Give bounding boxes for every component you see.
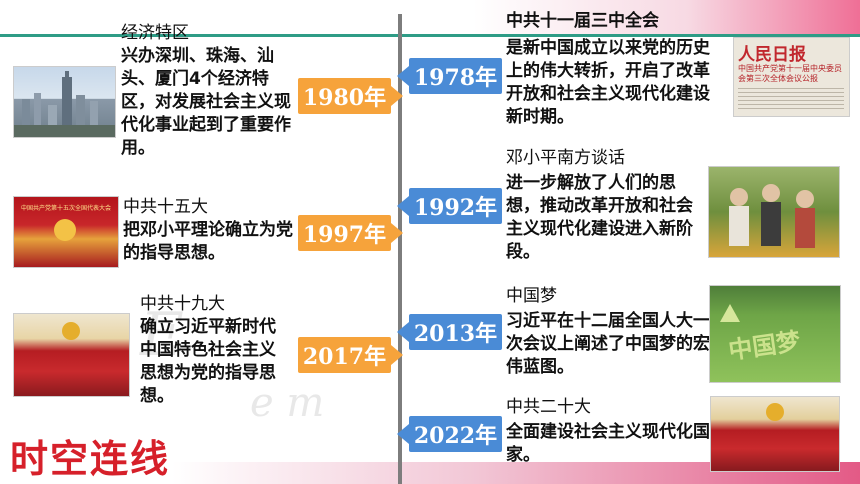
skyline-shapes [14,71,115,137]
year-badge-1992: 1992年 [397,188,502,224]
event-title-2013: 中国梦 [506,286,557,306]
newspaper-masthead: 人民日报 [738,45,806,65]
southern-tour-image [708,166,840,258]
year-badge-2017: 2017年 [298,337,403,373]
top-banner [0,0,860,34]
watermark-decoration: e m [250,380,325,426]
event-desc-2017: 确立习近平新时代中国特色社会主义思想为党的指导思想。 [140,317,276,406]
event-title-1978: 中共十一届三中全会 [506,11,659,31]
peoples-daily-image: 人民日报 中国共产党第十一届中央委员会第三次全体会议公报 [733,37,850,117]
event-title-2017: 中共十九大 [140,294,225,314]
newspaper-columns [738,88,844,112]
star-icon [720,304,740,322]
event-desc-1980: 兴办深圳、珠海、汕头、厦门4个经济特区，对发展社会主义现代化事业起到了重要作用。 [121,46,291,158]
crowd-shapes [729,184,815,248]
event-desc-1992: 进一步解放了人们的思想，推动改革开放和社会主义现代化建设进入新阶段。 [506,173,693,262]
party-emblem-icon [54,219,76,241]
year-badge-1997: 1997年 [298,215,403,251]
nineteenth-congress-image [13,313,130,397]
top-divider [0,34,860,37]
year-badge-1978: 1978年 [397,58,502,94]
newspaper-headline: 中国共产党第十一届中央委员会第三次全体会议公报 [738,64,842,83]
year-badge-2013: 2013年 [397,314,502,350]
year-badge-2022: 2022年 [397,416,502,452]
watermark-decoration: E [140,300,184,370]
shenzhen-skyline-image [13,66,116,138]
event-title-1992: 邓小平南方谈话 [506,148,625,168]
page-title: 时空连线 [10,436,171,481]
event-desc-1978: 是新中国成立以来党的历史上的伟大转折，开启了改革开放和社会主义现代化建设新时期。 [506,38,710,127]
timeline-axis [398,14,402,484]
event-desc-2013: 习近平在十二届全国人大一次会议上阐述了中国梦的宏伟蓝图。 [506,311,710,377]
congress15-banner-text: 中国共产党第十五次全国代表大会 [20,205,111,212]
party-emblem-icon [62,322,80,340]
party-emblem-icon [766,403,784,421]
event-desc-2022: 全面建设社会主义现代化国家。 [506,422,710,465]
event-title-1980: 经济特区 [121,23,189,43]
fifteenth-congress-image: 中国共产党第十五次全国代表大会 [13,196,119,268]
field-text: 中国梦 [726,326,802,365]
event-title-1997: 中共十五大 [123,197,208,217]
chinese-dream-field-image: 中国梦 [709,285,841,383]
year-badge-1980: 1980年 [298,78,403,114]
twentieth-congress-image [710,396,840,472]
bottom-banner [0,462,860,484]
event-title-2022: 中共二十大 [506,397,591,417]
event-desc-1997: 把邓小平理论确立为党的指导思想。 [123,220,293,263]
